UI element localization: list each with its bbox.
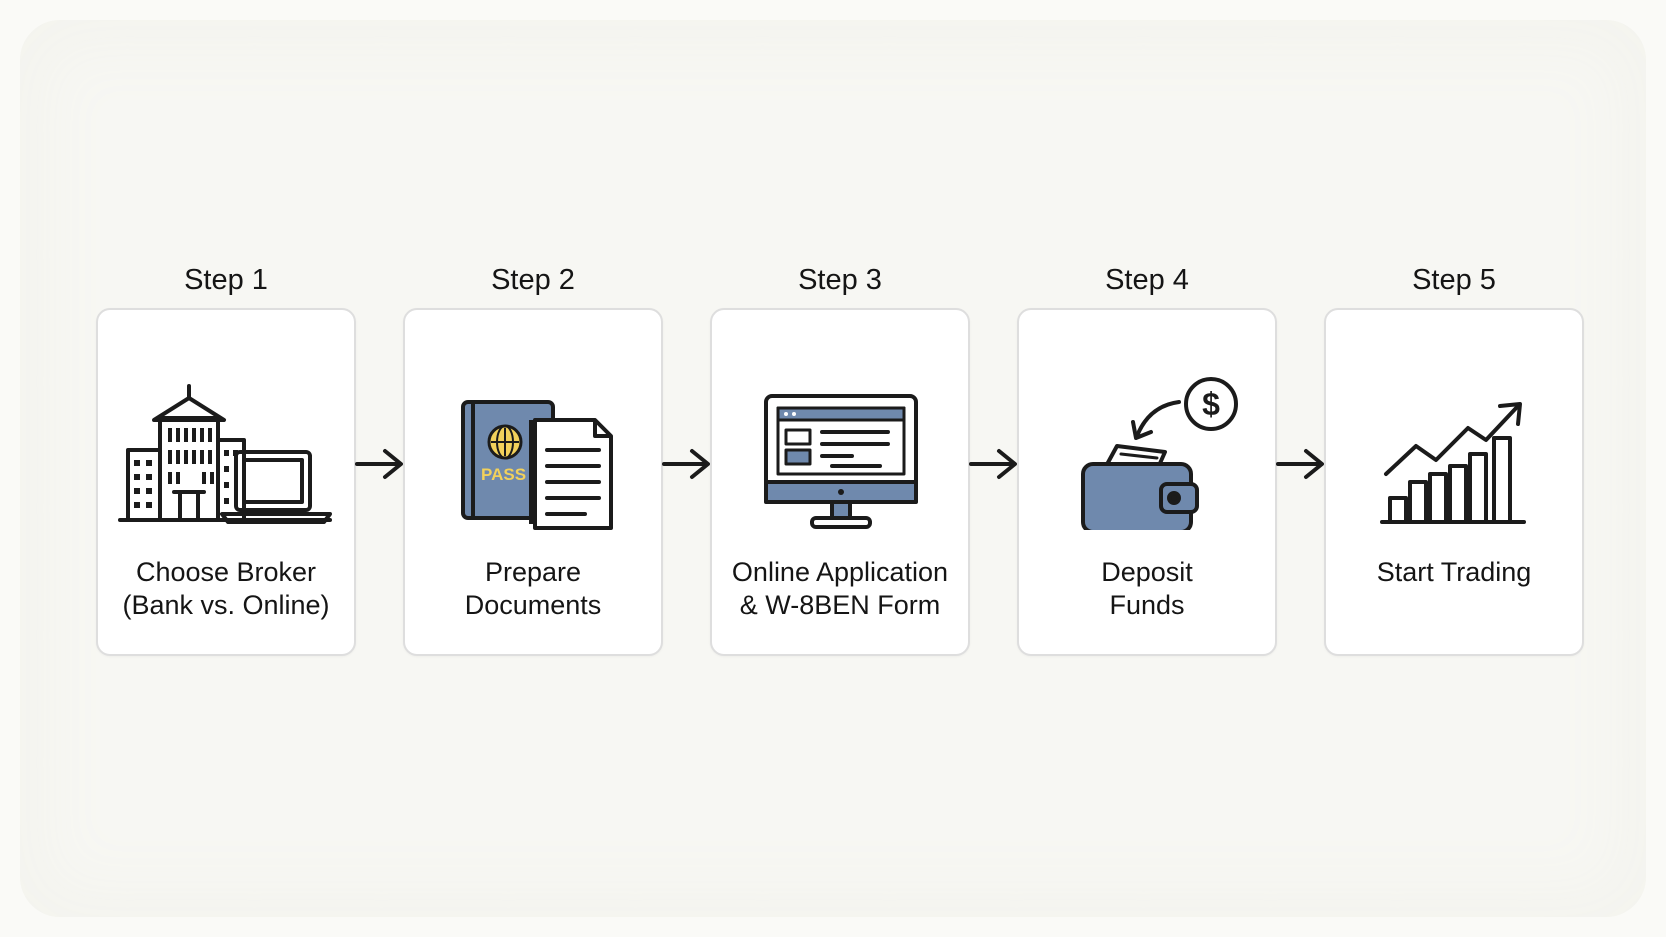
dollar-coin-symbol: $	[1202, 386, 1220, 422]
step-label-line: Online Application	[731, 557, 949, 587]
passport-text: PASS	[481, 465, 526, 484]
step-4: Step 4 $ Dep	[1017, 252, 1277, 656]
wallet-deposit-icon: $	[1039, 370, 1259, 534]
step-card: PASS Prepare Documents	[403, 308, 663, 656]
step-title: Step 1	[184, 264, 268, 296]
step-label-line: & W-8BEN Form	[739, 590, 941, 620]
passport-document-icon: PASS	[425, 370, 645, 530]
step-label: Online Application & W-8BEN Form	[712, 556, 968, 622]
step-title: Step 2	[491, 264, 575, 296]
step-label-line: Prepare	[484, 557, 582, 587]
computer-form-icon	[732, 370, 952, 530]
bank-laptop-icon	[118, 370, 338, 530]
step-3: Step 3	[710, 252, 970, 656]
step-title: Step 4	[1105, 264, 1189, 296]
step-label-line: Deposit	[1101, 557, 1193, 587]
step-label: Start Trading	[1326, 556, 1582, 589]
step-label-line: Documents	[464, 590, 602, 620]
step-label-line: (Bank vs. Online)	[122, 590, 330, 620]
arrow-right-icon	[1276, 446, 1328, 482]
step-card: Choose Broker (Bank vs. Online)	[96, 308, 356, 656]
step-title: Step 5	[1412, 264, 1496, 296]
step-label-line: Choose Broker	[135, 557, 317, 587]
arrow-right-icon	[969, 446, 1021, 482]
step-label: Deposit Funds	[1019, 556, 1275, 622]
step-label: Prepare Documents	[405, 556, 661, 622]
step-label: Choose Broker (Bank vs. Online)	[98, 556, 354, 622]
arrow-right-icon	[662, 446, 714, 482]
step-1: Step 1	[96, 252, 356, 656]
growth-chart-icon	[1346, 370, 1566, 530]
step-title: Step 3	[798, 264, 882, 296]
step-label-line: Funds	[1109, 590, 1185, 620]
step-label-line: Start Trading	[1376, 557, 1532, 587]
arrow-right-icon	[355, 446, 407, 482]
step-card: Start Trading	[1324, 308, 1584, 656]
step-2: Step 2 PASS	[403, 252, 663, 656]
step-5: Step 5 St	[1324, 252, 1584, 656]
step-card: Online Application & W-8BEN Form	[710, 308, 970, 656]
step-card: $ Deposit Funds	[1017, 308, 1277, 656]
